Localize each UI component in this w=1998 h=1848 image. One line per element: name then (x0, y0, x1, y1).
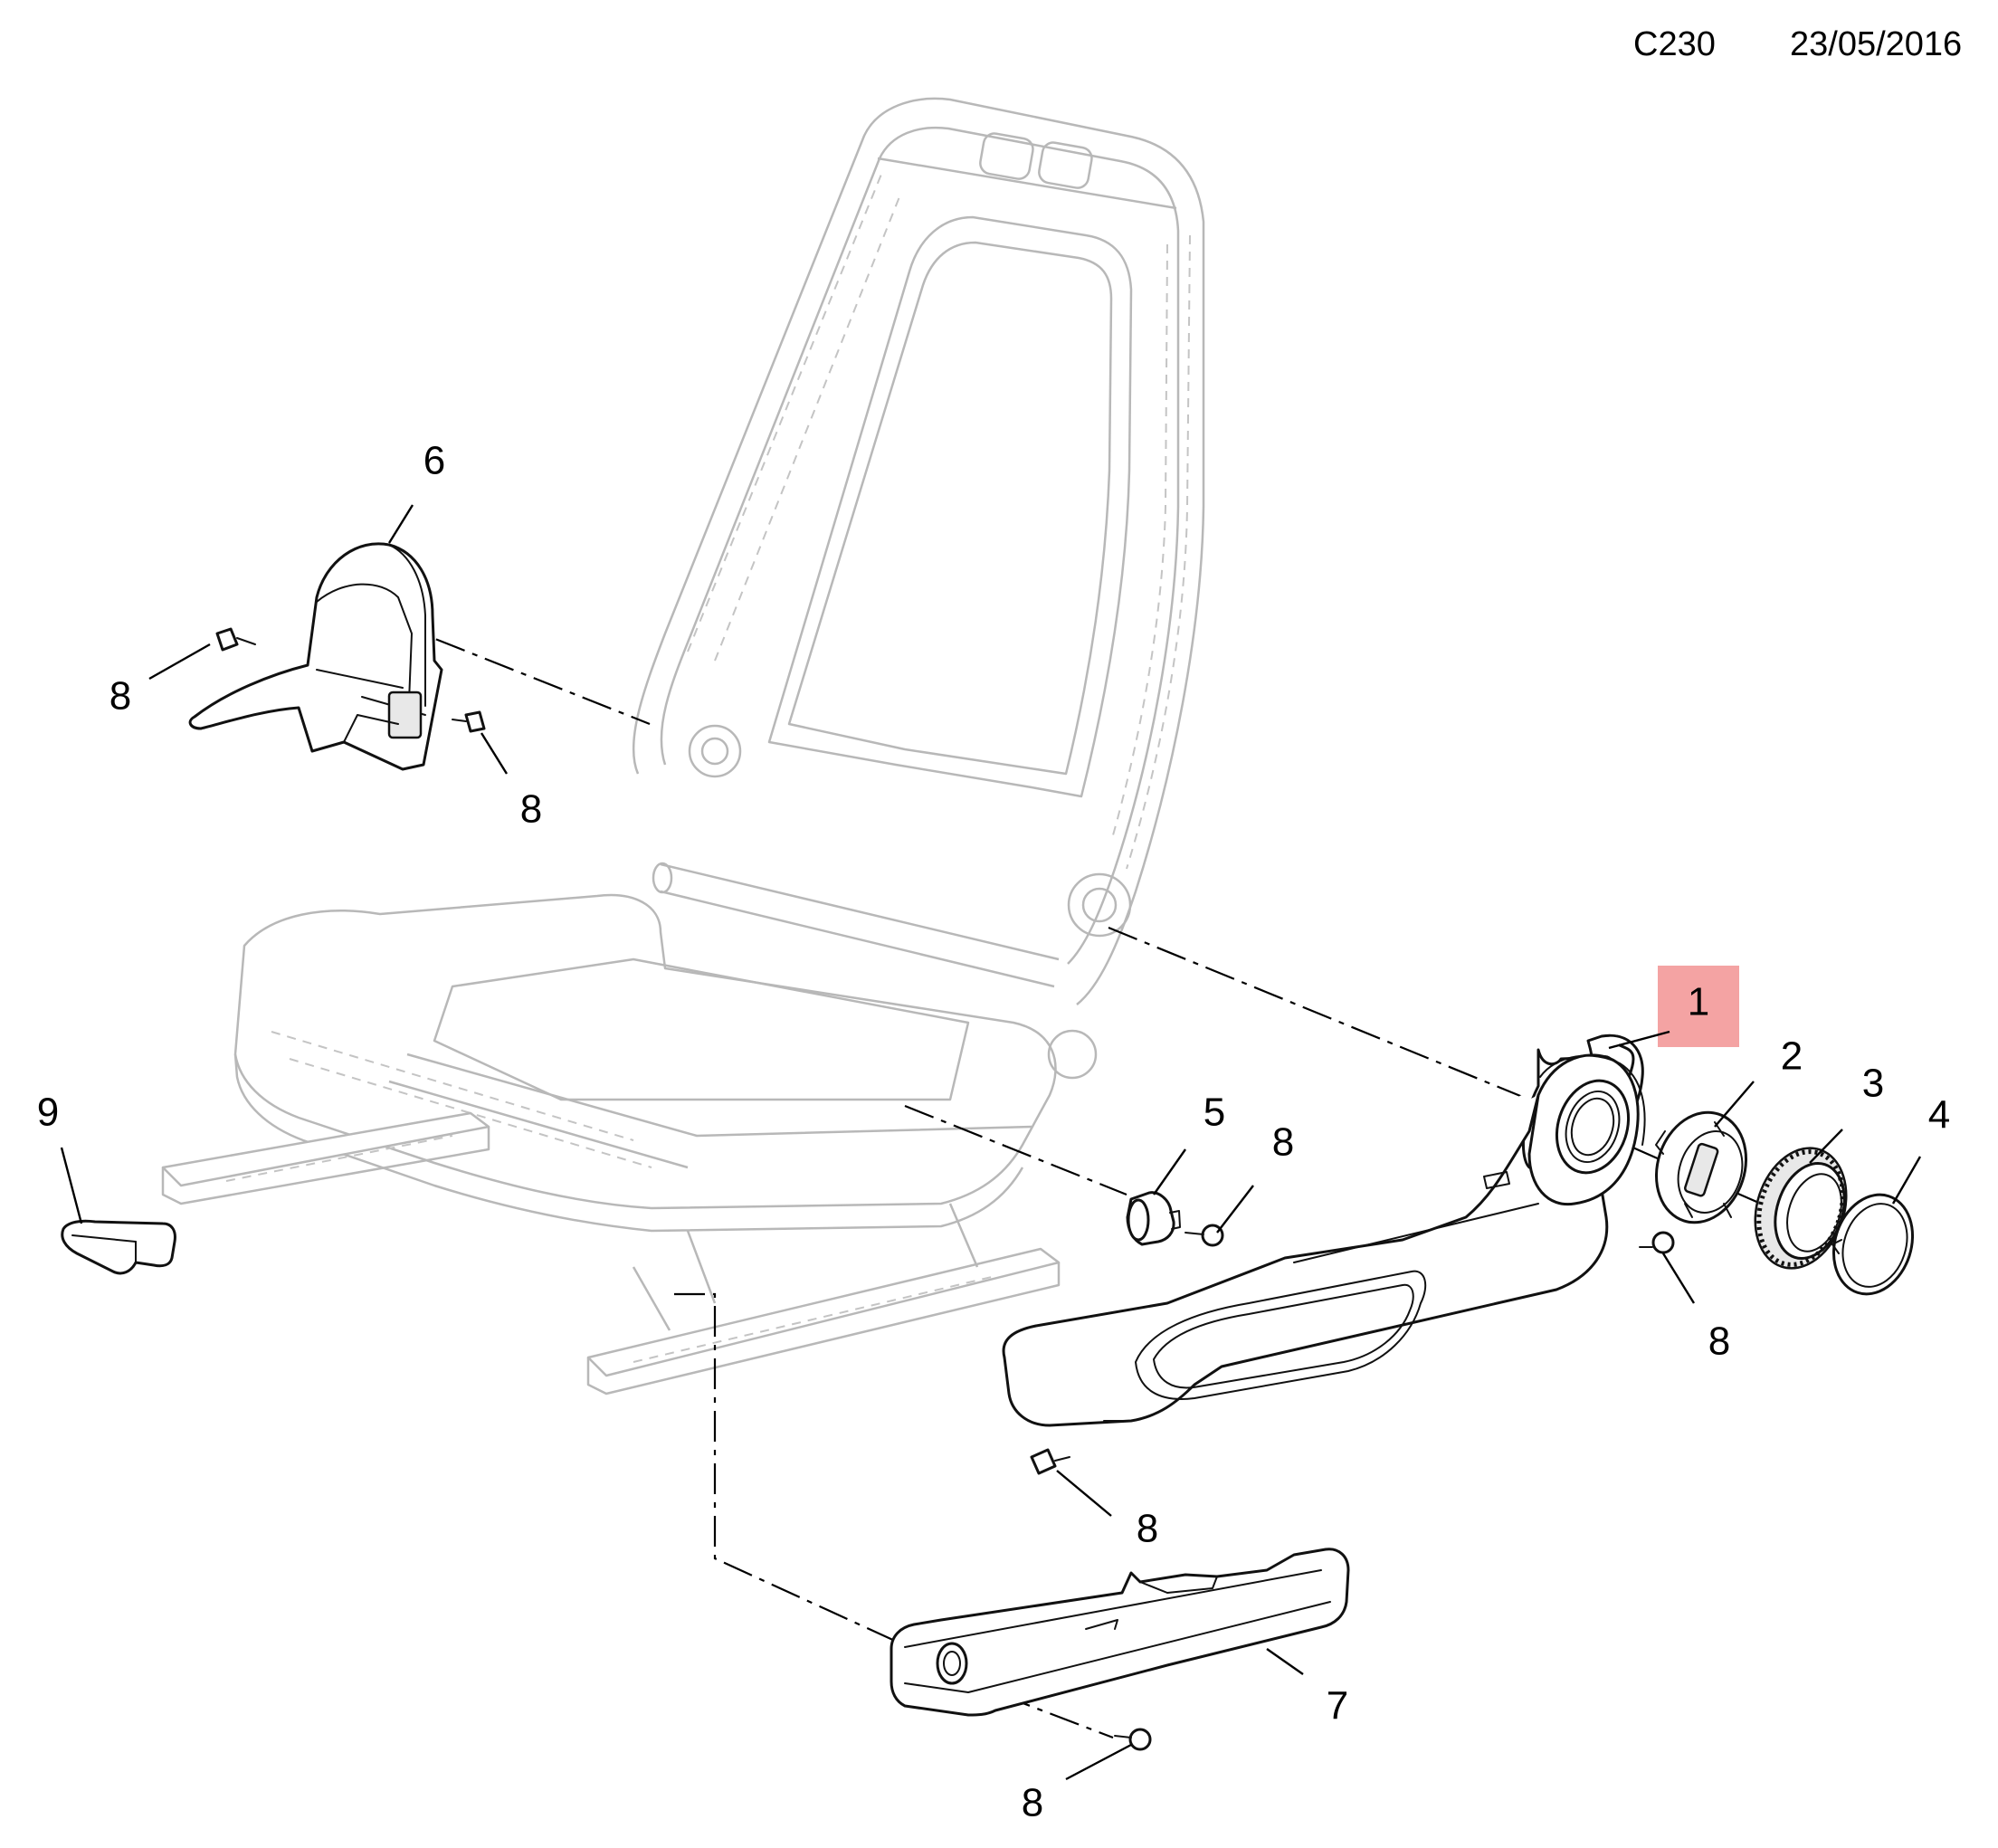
callout-8-cover-screw: 8 (520, 787, 542, 832)
part-8-screws (215, 627, 1675, 1751)
callout-7: 7 (1327, 1684, 1348, 1729)
callout-2: 2 (1781, 1034, 1803, 1079)
part-6-recliner-cover (188, 542, 443, 771)
callout-9: 9 (37, 1091, 59, 1135)
callout-5: 5 (1204, 1091, 1225, 1135)
callout-8-lower-screw: 8 (1022, 1781, 1043, 1825)
callout-8-front-screw: 8 (1137, 1507, 1158, 1551)
screw-f (1114, 1728, 1152, 1751)
leader-lines (60, 504, 1922, 1781)
callout-8-left-screw: 8 (109, 674, 131, 719)
screw-e (1030, 1448, 1070, 1475)
part-1-seat-side-shield (1002, 1034, 1646, 1427)
callout-3: 3 (1862, 1062, 1884, 1106)
callout-labels: 1 2 3 4 5 6 7 8 8 8 8 8 8 9 (37, 439, 1950, 1825)
screw-b (452, 710, 486, 733)
catalog-date: 23/05/2016 (1790, 25, 1963, 63)
seat-frame-ghost (161, 97, 1205, 1396)
part-2-adjuster-base (1654, 1110, 1748, 1224)
callout-1: 1 (1688, 980, 1709, 1024)
part-4-knob-cap (1832, 1193, 1915, 1296)
screw-d (1639, 1231, 1675, 1254)
screw-c (1185, 1224, 1224, 1247)
part-5-bushing (1126, 1191, 1181, 1246)
callout-4: 4 (1928, 1093, 1950, 1138)
screw-a (215, 627, 256, 652)
callout-6: 6 (423, 439, 445, 483)
highlight-box-part-1 (1658, 966, 1739, 1047)
catalog-code: C230 (1633, 25, 1716, 63)
part-3-knurled-knob (1754, 1147, 1848, 1270)
part-7-lower-trim (890, 1548, 1350, 1717)
callout-8-shield-screw: 8 (1708, 1319, 1730, 1364)
callout-8-bushing-screw: 8 (1272, 1120, 1294, 1165)
part-9-release-handle (61, 1219, 176, 1275)
